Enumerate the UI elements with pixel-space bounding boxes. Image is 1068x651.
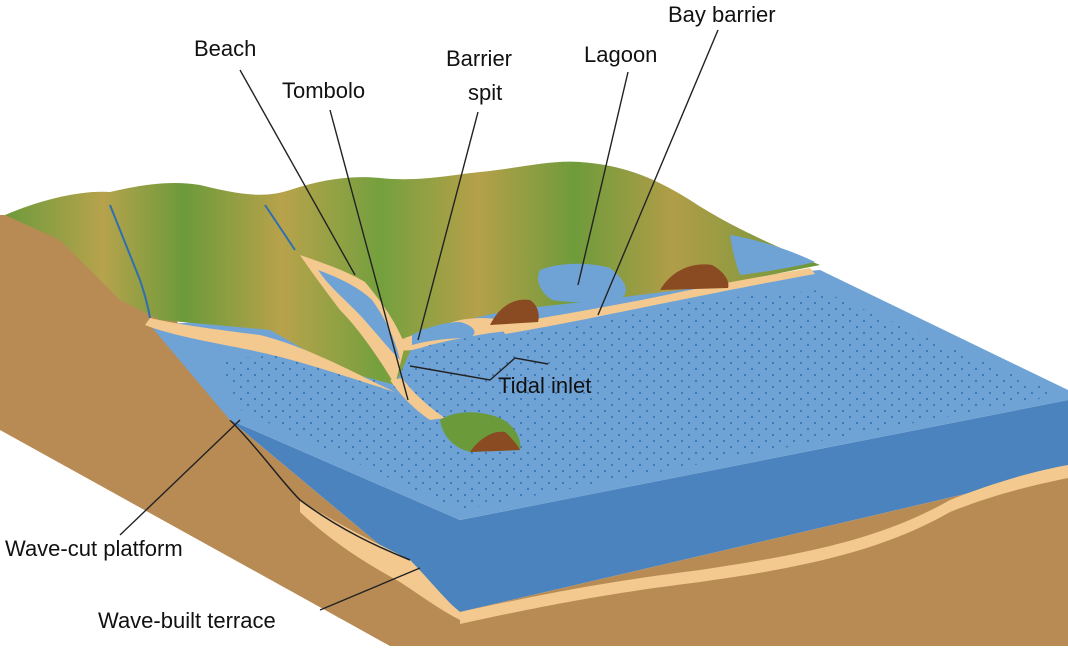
lagoon-water <box>538 263 626 303</box>
label-wave-built-terrace: Wave-built terrace <box>98 608 276 633</box>
label-beach: Beach <box>194 36 256 61</box>
island-cliff <box>470 431 520 452</box>
label-wave-cut-platform: Wave-cut platform <box>5 536 183 561</box>
left-shore-sand <box>145 318 395 392</box>
leader-bay-barrier <box>597 29 719 316</box>
front-soil-face <box>460 470 1068 646</box>
leader-tidal-inlet <box>409 357 549 381</box>
label-barrier-spit-1: Barrier <box>446 46 512 71</box>
headland-cliff-2 <box>660 264 729 290</box>
label-lagoon: Lagoon <box>584 42 657 67</box>
spit-lagoon-water <box>412 322 475 345</box>
beach-sand <box>300 255 405 385</box>
leader-wave-cut-platform <box>119 419 241 536</box>
leader-tombolo <box>329 109 409 401</box>
leader-lines <box>119 29 719 611</box>
label-barrier-spit-2: spit <box>468 80 502 105</box>
wave-cut-platform-edge <box>229 419 411 561</box>
upper-bay-water <box>730 235 815 275</box>
bay-water <box>318 270 400 360</box>
leader-wave-built-terrace <box>319 567 421 611</box>
leader-beach <box>239 69 356 276</box>
label-bay-barrier: Bay barrier <box>668 2 776 27</box>
river-left <box>109 204 151 319</box>
wave-built-terrace-sand <box>300 500 460 620</box>
headland-cliff-1 <box>490 299 539 325</box>
front-water-face <box>230 400 1068 612</box>
leader-barrier-spit <box>417 111 479 341</box>
river-right <box>264 204 296 251</box>
label-tombolo: Tombolo <box>282 78 365 103</box>
label-tidal-inlet: Tidal inlet <box>498 373 591 398</box>
bay-barrier-sand <box>500 268 815 334</box>
leader-lagoon <box>577 71 629 286</box>
seabed-sand-layer <box>460 465 1068 624</box>
hills-landmass <box>5 161 820 385</box>
tombolo-sand <box>390 378 445 420</box>
